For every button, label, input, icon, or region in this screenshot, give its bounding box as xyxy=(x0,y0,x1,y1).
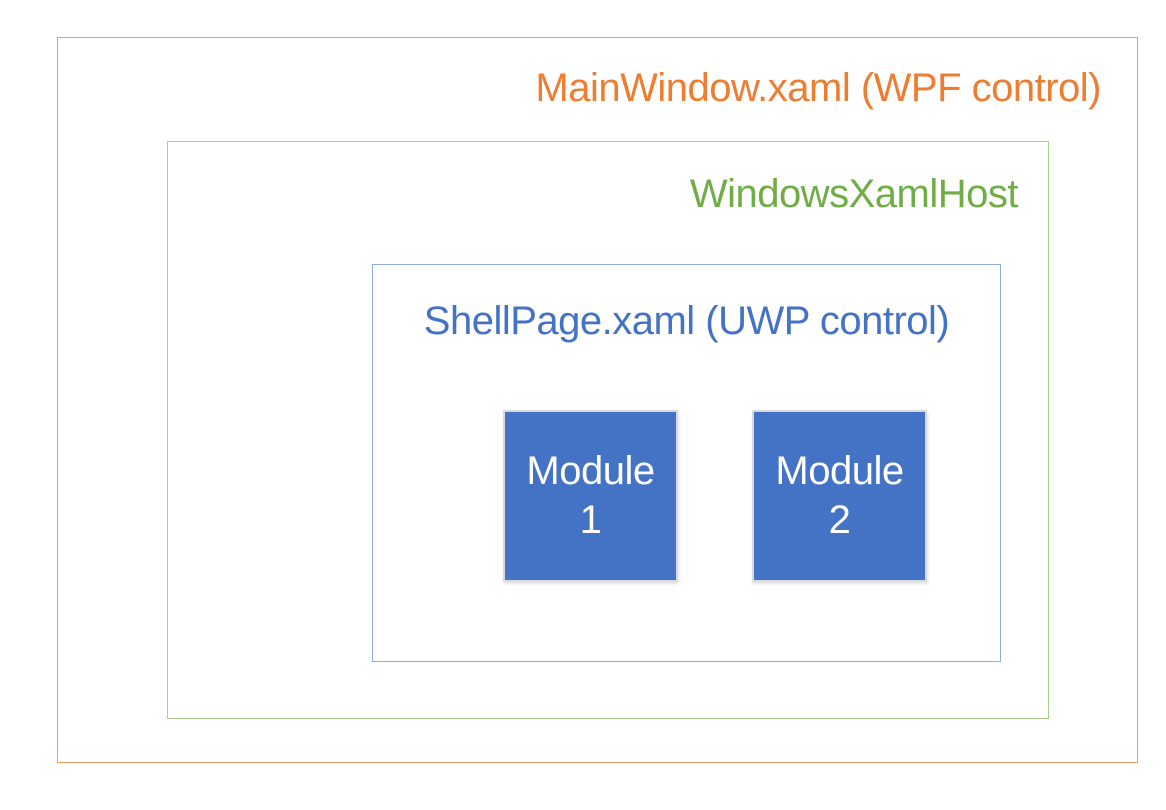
mainwindow-wpf-label: MainWindow.xaml (WPF control) xyxy=(535,66,1101,110)
module-1-box: Module 1 xyxy=(503,410,678,582)
shellpage-uwp-box: ShellPage.xaml (UWP control) Module 1 Mo… xyxy=(372,264,1001,662)
module-1-name: Module xyxy=(526,449,655,493)
mainwindow-wpf-box: MainWindow.xaml (WPF control) WindowsXam… xyxy=(57,37,1138,763)
shellpage-uwp-label: ShellPage.xaml (UWP control) xyxy=(423,299,950,343)
windowsxamlhost-box: WindowsXamlHost ShellPage.xaml (UWP cont… xyxy=(167,141,1049,719)
windowsxamlhost-label: WindowsXamlHost xyxy=(689,172,1019,216)
module-2-box: Module 2 xyxy=(752,410,927,582)
module-2-name: Module xyxy=(775,449,904,493)
module-2-number: 2 xyxy=(828,498,851,542)
module-1-number: 1 xyxy=(579,498,602,542)
